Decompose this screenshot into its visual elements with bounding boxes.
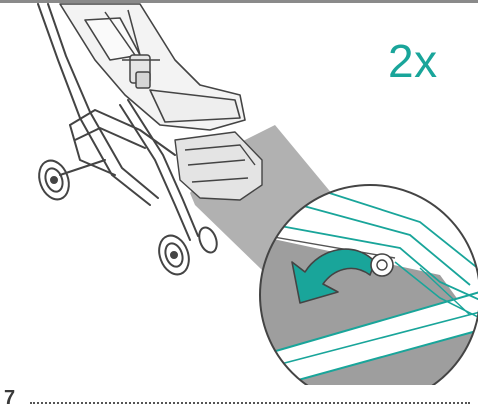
step-number: 7 [4,387,15,410]
dotted-leader [30,402,470,404]
quantity-label: 2x [388,38,438,84]
rear-wheel [34,156,74,203]
stroller-seat [60,4,245,130]
snap-button-icon [371,254,393,276]
step-footer: 7 [0,385,478,413]
